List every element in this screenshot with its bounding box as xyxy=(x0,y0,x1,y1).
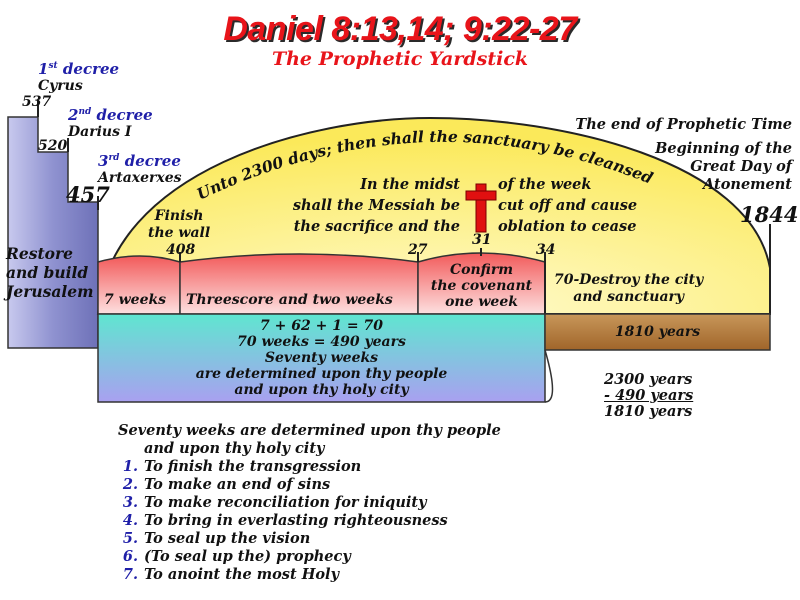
year-27: 27 xyxy=(408,242,428,258)
years-calculation: 2300 years - 490 years 1810 years xyxy=(604,371,694,420)
destroy-label: 70-Destroy the city and sanctuary xyxy=(554,272,704,305)
page-title: Daniel 8:13,14; 9:22-27 xyxy=(223,10,577,48)
decree-2-year: 520 xyxy=(38,138,68,154)
finish-wall-label: Finish the wall xyxy=(148,208,211,241)
decree-2: 2nd decree Darius I xyxy=(68,106,153,140)
messiah-text-left: In the midst shall the Messiah be the sa… xyxy=(292,176,460,235)
year-408: 408 xyxy=(166,242,196,258)
list-item: 7.To anoint the most Holy xyxy=(122,566,339,583)
decree-3-year: 457 xyxy=(66,182,110,207)
restore-label: Restore and build Jerusalem xyxy=(6,244,94,301)
year-34: 34 xyxy=(536,242,556,258)
list-item: 3.To make reconciliation for iniquity xyxy=(122,494,427,511)
years-1810-label: 1810 years xyxy=(614,324,701,340)
decree-3: 3rd decree Artaxerxes xyxy=(98,152,182,186)
messiah-text-right: of the week cut off and cause oblation t… xyxy=(498,176,638,235)
end-year: 1844 xyxy=(740,202,799,227)
list-item: 6.(To seal up the) prophecy xyxy=(122,548,351,565)
decree-1: 1st decree Cyrus xyxy=(38,60,120,94)
seventy-weeks-box xyxy=(97,313,546,403)
year-31: 31 xyxy=(472,232,492,248)
page-subtitle: The Prophetic Yardstick xyxy=(271,48,529,70)
seventy-weeks-list: Seventy weeks are determined upon thy pe… xyxy=(118,422,501,583)
seven-weeks-label: 7 weeks xyxy=(104,292,167,308)
list-item: 5.To seal up the vision xyxy=(122,530,311,547)
seventy-box-text: 7 + 62 + 1 = 70 70 weeks = 490 years Sev… xyxy=(195,318,448,398)
years-1810-bar xyxy=(544,313,771,351)
decree-staircase xyxy=(7,116,99,349)
list-item: 1.To finish the transgression xyxy=(122,458,362,475)
threescore-label: Threescore and two weeks xyxy=(186,292,393,308)
decree-1-year: 537 xyxy=(22,94,52,110)
cross-icon xyxy=(465,183,497,233)
end-labels: The end of Prophetic Time Beginning of t… xyxy=(575,116,792,193)
list-item: 2.To make an end of sins xyxy=(122,476,331,493)
list-item: 4.To bring in everlasting righteousness xyxy=(122,512,448,529)
threescore-segment xyxy=(179,253,419,315)
confirm-label: Confirm the covenant one week xyxy=(430,262,533,310)
